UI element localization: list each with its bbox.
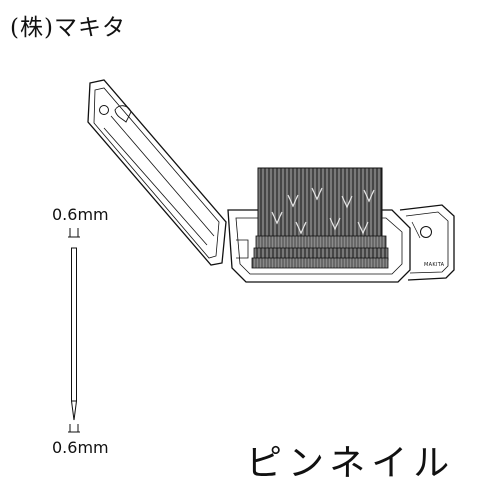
nail-strips	[251, 167, 389, 269]
case-tray	[227, 204, 455, 283]
pin-nail-diagram	[68, 228, 80, 433]
nail-width-top-label: 0.6mm	[52, 205, 109, 224]
case-brand-label: MAKITA	[424, 262, 445, 268]
case-lid	[87, 79, 227, 266]
product-title: ピンネイル	[246, 443, 456, 484]
nail-width-bottom-label: 0.6mm	[52, 438, 109, 457]
maker-name: (株)マキタ	[10, 15, 126, 41]
